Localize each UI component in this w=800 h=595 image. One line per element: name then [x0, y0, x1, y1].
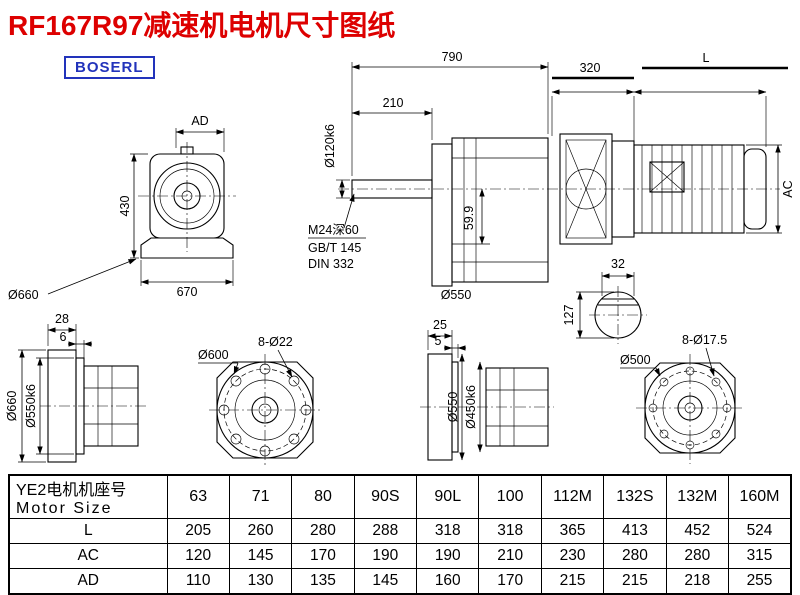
flange-side-view-2: 25 5 Ø550 Ø450k6: [420, 318, 554, 461]
dim-L: L: [703, 51, 710, 65]
flange-front-view-2: Ø500 8-Ø17.5: [620, 333, 744, 464]
callout-std2: DIN 332: [308, 257, 354, 271]
technical-drawing: AD 430 670 Ø660 790 210 Ø120k6 M24深60: [5, 50, 795, 466]
table-row-AC: AC 120 145 170 190 190 210 230 280 280 3…: [8, 543, 792, 569]
dim-660: Ø660: [8, 288, 39, 302]
table-cell: 215: [603, 568, 667, 595]
dim-450k6: Ø450k6: [464, 385, 478, 429]
table-cell: 230: [540, 543, 605, 569]
table-cell: 120: [166, 543, 230, 569]
dim-25: 25: [433, 318, 447, 332]
table-cell: 145: [228, 543, 293, 569]
callout-std1: GB/T 145: [308, 241, 361, 255]
table-row-AD: AD 110 130 135 145 160 170 215 215 218 2…: [8, 568, 792, 595]
dim-28: 28: [55, 312, 69, 326]
table-cell: 280: [603, 543, 667, 569]
motor-view: 320 L AC: [551, 51, 795, 245]
flange-front-view-1: Ø600 8-Ø22: [198, 335, 321, 466]
col-header: 63: [166, 474, 230, 519]
table-header-row: YE2电机机座号 Motor Size 63 71 80 90S 90L 100…: [8, 474, 792, 519]
brand-logo: BOSERL: [64, 56, 155, 79]
dim-550: Ø550: [441, 288, 472, 302]
table-cell: 145: [353, 568, 418, 595]
table-cell: 170: [291, 543, 355, 569]
dim-ac: AC: [781, 180, 795, 197]
side-view: 790 210 Ø120k6 M24深60 GB/T 145 DIN 332 5…: [308, 50, 780, 302]
table-cell: 318: [478, 518, 542, 544]
dim-32: 32: [611, 257, 625, 271]
col-header: 71: [228, 474, 293, 519]
motor-size-table: YE2电机机座号 Motor Size 63 71 80 90S 90L 100…: [8, 474, 792, 595]
table-cell: 524: [728, 518, 792, 544]
col-header: 132S: [603, 474, 667, 519]
table-cell: 130: [228, 568, 293, 595]
dim-6: 6: [60, 330, 67, 344]
table-cell: 110: [166, 568, 230, 595]
flange-side-view-1: 28 6 Ø660 Ø550k6: [5, 312, 146, 463]
table-cell: 280: [291, 518, 355, 544]
col-header: 90S: [353, 474, 418, 519]
table-cell: 160: [416, 568, 480, 595]
table-cell: 170: [478, 568, 542, 595]
col-header: 160M: [728, 474, 792, 519]
dim-59-9: 59.9: [462, 206, 476, 230]
table-cell: 215: [540, 568, 605, 595]
col-header: 80: [291, 474, 355, 519]
table-cell: 135: [291, 568, 355, 595]
front-view: AD 430 670 Ø660: [8, 114, 236, 302]
table-cell: 218: [665, 568, 730, 595]
table-cell: 315: [728, 543, 792, 569]
row-label: AC: [8, 543, 168, 569]
row-label: AD: [8, 568, 168, 595]
dim-500: Ø500: [620, 353, 651, 367]
dim-600: Ø600: [198, 348, 229, 362]
dim-320: 320: [580, 61, 601, 75]
col-header: 100: [478, 474, 542, 519]
col-header: 90L: [416, 474, 480, 519]
col-header: 112M: [540, 474, 605, 519]
dim-5: 5: [435, 334, 442, 348]
header-line-cn: YE2电机机座号: [16, 482, 127, 499]
dim-790: 790: [442, 50, 463, 64]
table-cell: 190: [416, 543, 480, 569]
dim-ad: AD: [191, 114, 208, 128]
dim-127: 127: [562, 305, 576, 326]
table-cell: 255: [728, 568, 792, 595]
table-cell: 280: [665, 543, 730, 569]
dim-550k6: Ø550k6: [24, 384, 38, 428]
dim-660-b: Ø660: [5, 391, 19, 422]
dim-550-b: Ø550: [446, 392, 460, 423]
dim-shaft-dia: Ø120k6: [323, 124, 337, 168]
table-cell: 365: [540, 518, 605, 544]
table-cell: 452: [665, 518, 730, 544]
shaft-section-view: 32 127: [562, 257, 647, 344]
header-line-en: Motor Size: [16, 500, 113, 517]
dim-8-17-5: 8-Ø17.5: [682, 333, 727, 347]
table-cell: 190: [353, 543, 418, 569]
table-cell: 260: [228, 518, 293, 544]
table-cell: 288: [353, 518, 418, 544]
table-cell: 413: [603, 518, 667, 544]
dim-670: 670: [177, 285, 198, 299]
col-header: 132M: [665, 474, 730, 519]
table-cell: 205: [166, 518, 230, 544]
dim-8-22: 8-Ø22: [258, 335, 293, 349]
page-title: RF167R97减速机电机尺寸图纸: [8, 10, 396, 41]
callout-tap: M24深60: [308, 223, 359, 237]
table-cell: 210: [478, 543, 542, 569]
table-cell: 318: [416, 518, 480, 544]
row-label: L: [8, 518, 168, 544]
dim-210: 210: [383, 96, 404, 110]
table-row-L: L 205 260 280 288 318 318 365 413 452 52…: [8, 518, 792, 544]
motor-size-header: YE2电机机座号 Motor Size: [8, 474, 168, 519]
dim-430: 430: [118, 196, 132, 217]
